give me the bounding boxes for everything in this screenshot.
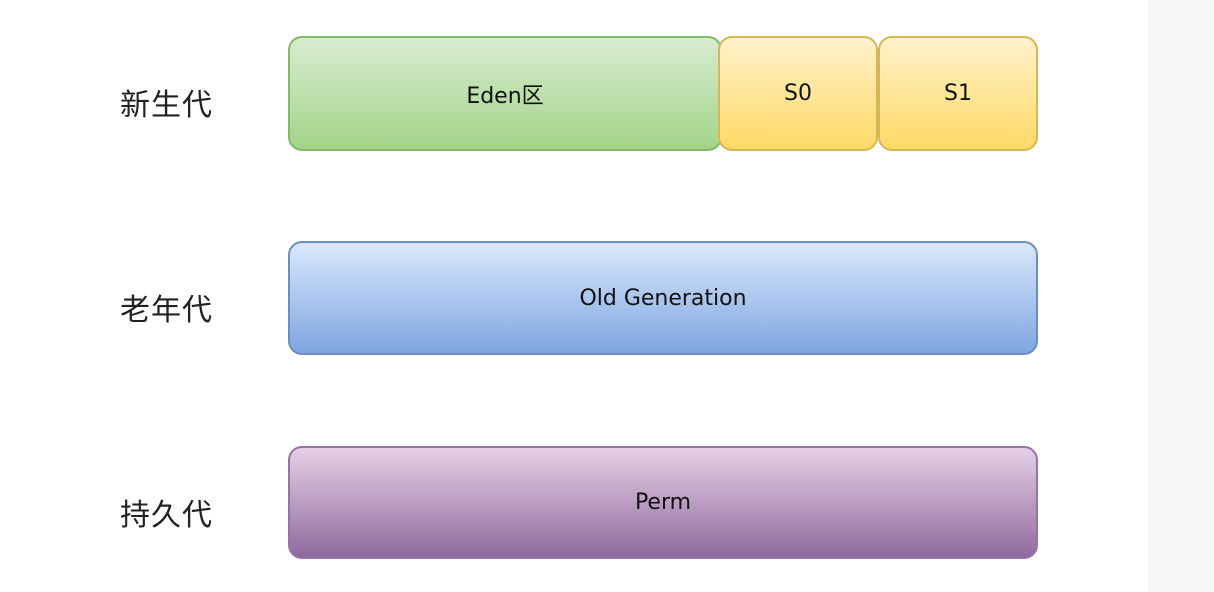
survivor-s1-box: S1	[878, 36, 1038, 151]
young-generation-label: 新生代	[120, 88, 213, 123]
right-margin-strip	[1148, 0, 1214, 592]
survivor-s1-label: S1	[944, 81, 972, 106]
permanent-generation-label: 持久代	[120, 498, 213, 533]
survivor-s0-label: S0	[784, 81, 812, 106]
perm-box: Perm	[288, 446, 1038, 559]
old-generation-box: Old Generation	[288, 241, 1038, 355]
old-generation-box-label: Old Generation	[579, 285, 747, 311]
eden-space-label: Eden区	[466, 83, 544, 109]
old-generation-label: 老年代	[120, 293, 213, 328]
perm-box-label: Perm	[634, 490, 692, 515]
eden-space-box: Eden区	[288, 36, 722, 151]
survivor-s0-box: S0	[718, 36, 878, 151]
